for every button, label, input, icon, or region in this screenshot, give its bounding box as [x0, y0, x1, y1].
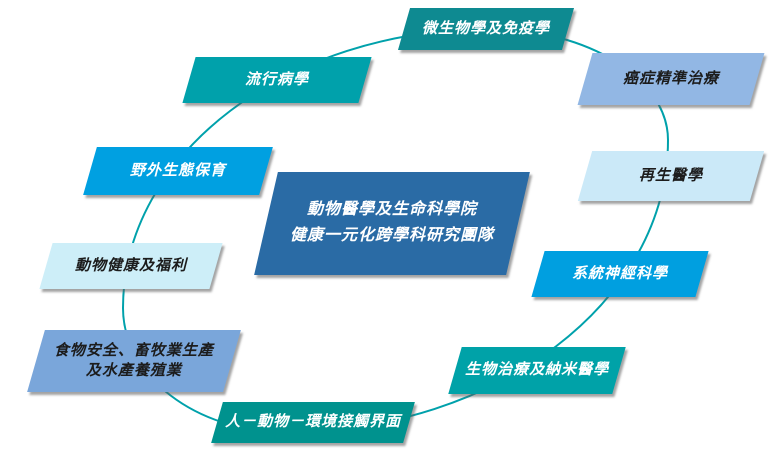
- node-label: 動物健康及福利: [74, 256, 187, 274]
- node-wildlife-ecology-conservation: 野外生態保育: [83, 147, 273, 195]
- node-cancer-precision-therapy: 癌症精準治療: [577, 53, 765, 105]
- node-biotherapy-nanomedicine: 生物治療及納米醫學: [448, 347, 626, 394]
- center-title-box: 動物醫學及生命科學院 健康一元化跨學科研究團隊: [254, 172, 530, 275]
- node-epidemiology: 流行病學: [182, 57, 372, 103]
- node-label: 再生醫學: [638, 166, 703, 184]
- node-systems-neuroscience: 系統神經科學: [531, 251, 709, 297]
- node-label: 系統神經科學: [571, 264, 668, 282]
- node-label: 人－動物－環境接觸界面: [224, 413, 401, 431]
- node-label: 野外生態保育: [129, 161, 226, 179]
- node-label: 癌症精準治療: [622, 69, 719, 87]
- diagram-title: 動物醫學及生命科學院 健康一元化跨學科研究團隊: [289, 201, 494, 245]
- node-microbiology-immunology: 微生物學及免疫學: [397, 8, 575, 50]
- node-label: 流行病學: [244, 70, 309, 88]
- node-food-safety-livestock-aquaculture: 食物安全、畜牧業生產 及水產養殖業: [27, 330, 241, 392]
- node-label: 生物治療及納米醫學: [464, 361, 609, 379]
- node-label: 微生物學及免疫學: [421, 19, 550, 37]
- node-label: 食物安全、畜牧業生產 及水產養殖業: [53, 341, 214, 379]
- node-human-animal-environment-interface: 人－動物－環境接觸界面: [211, 402, 415, 443]
- node-animal-health-welfare: 動物健康及福利: [39, 243, 223, 289]
- node-regenerative-medicine: 再生醫學: [577, 151, 765, 201]
